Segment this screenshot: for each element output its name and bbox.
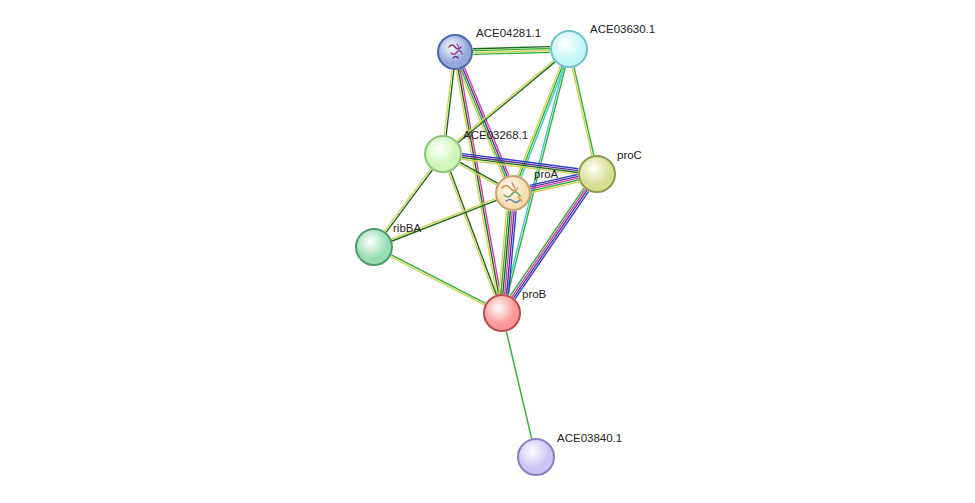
interaction-edge bbox=[518, 66, 564, 177]
interaction-edge bbox=[444, 70, 454, 135]
evidence-line bbox=[446, 70, 454, 135]
evidence-line bbox=[460, 162, 498, 183]
evidence-line bbox=[462, 157, 578, 172]
protein-node: ACE03840.1 bbox=[517, 438, 555, 476]
node-label: ACE03630.1 bbox=[590, 23, 655, 36]
evidence-line bbox=[499, 210, 507, 293]
evidence-line bbox=[459, 164, 497, 185]
evidence-line bbox=[462, 156, 578, 171]
evidence-line bbox=[458, 62, 555, 143]
interaction-edge bbox=[449, 171, 497, 295]
protein-node: proC bbox=[578, 155, 616, 193]
node-label: proC bbox=[617, 149, 642, 162]
node-label: ribBA bbox=[393, 222, 421, 235]
node-label: ACE04281.1 bbox=[476, 27, 541, 40]
interaction-edge bbox=[457, 60, 555, 142]
evidence-line bbox=[521, 67, 564, 177]
node-label: ACE03268.1 bbox=[463, 129, 528, 142]
protein-node: ribBA bbox=[355, 228, 393, 266]
evidence-line bbox=[503, 211, 511, 294]
evidence-line bbox=[501, 211, 509, 294]
evidence-line bbox=[458, 70, 498, 295]
evidence-line bbox=[572, 68, 592, 156]
protein-node: ACE03630.1 bbox=[550, 30, 588, 68]
interaction-edge bbox=[572, 67, 594, 155]
evidence-line bbox=[391, 255, 485, 304]
protein-node: ACE03268.1 bbox=[424, 135, 462, 173]
evidence-line bbox=[449, 172, 495, 295]
evidence-line bbox=[390, 257, 484, 306]
evidence-line bbox=[385, 169, 431, 231]
evidence-line bbox=[461, 159, 577, 174]
evidence-line bbox=[518, 66, 561, 176]
evidence-line bbox=[444, 70, 452, 135]
interaction-edge bbox=[390, 255, 485, 305]
evidence-line bbox=[460, 69, 500, 294]
evidence-line bbox=[531, 182, 579, 193]
interaction-edge bbox=[459, 162, 498, 185]
protein-node: proA bbox=[495, 175, 531, 211]
evidence-line bbox=[574, 67, 594, 155]
node-label: proA bbox=[534, 168, 558, 181]
interaction-edge bbox=[391, 199, 496, 241]
interaction-edge bbox=[461, 154, 578, 175]
node-label: ACE03840.1 bbox=[557, 432, 622, 445]
evidence-line bbox=[391, 199, 496, 240]
node-label: proB bbox=[522, 288, 546, 301]
protein-node: ACE04281.1 bbox=[437, 34, 473, 70]
evidence-line bbox=[473, 52, 550, 54]
evidence-line bbox=[392, 200, 497, 241]
interaction-edge bbox=[456, 69, 500, 294]
evidence-line bbox=[451, 171, 497, 294]
evidence-line bbox=[515, 191, 589, 299]
evidence-line bbox=[506, 331, 531, 438]
evidence-line bbox=[520, 67, 563, 177]
interaction-edge bbox=[499, 210, 516, 294]
protein-node: proB bbox=[483, 294, 521, 332]
evidence-line bbox=[456, 70, 496, 295]
interaction-edge bbox=[473, 47, 550, 55]
interaction-edge bbox=[506, 331, 531, 438]
evidence-line bbox=[531, 180, 579, 191]
